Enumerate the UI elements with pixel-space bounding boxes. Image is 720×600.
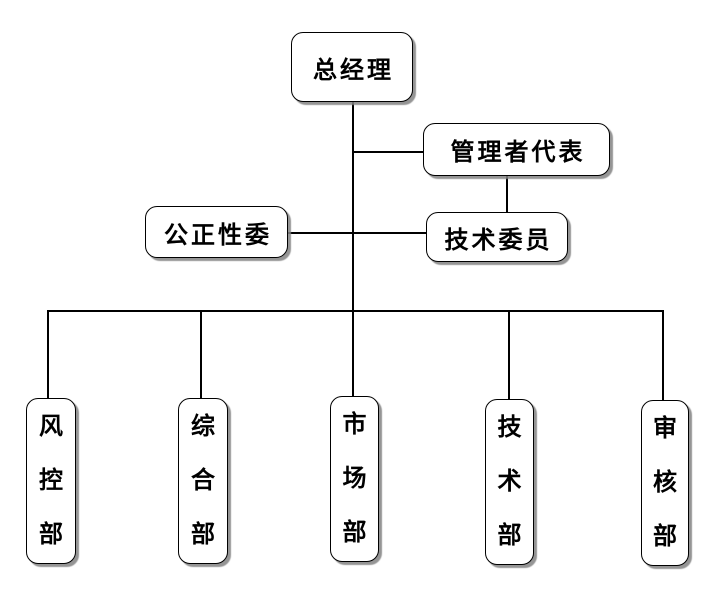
connector-drop-general-affairs — [200, 310, 202, 398]
connector-management-rep-branch — [352, 151, 424, 153]
node-dept-audit-label: 审核部 — [653, 416, 677, 550]
connector-root-vertical — [352, 102, 354, 396]
node-dept-risk-control: 风控部 — [26, 398, 76, 564]
connector-drop-risk-control — [47, 310, 49, 398]
node-general-manager: 总经理 — [291, 32, 413, 102]
connector-drop-technology — [508, 310, 510, 399]
node-dept-marketing-label: 市场部 — [342, 412, 367, 546]
node-dept-audit: 审核部 — [641, 400, 689, 566]
connector-committee-horizontal — [288, 232, 427, 234]
node-dept-marketing: 市场部 — [330, 396, 379, 562]
connector-departments-horizontal — [47, 310, 664, 312]
node-dept-technology: 技术部 — [485, 399, 534, 565]
node-impartiality-committee-label: 公正性委 — [164, 222, 272, 249]
node-technical-committee-label: 技术委员 — [444, 227, 553, 254]
node-dept-technology-label: 技术部 — [497, 415, 522, 549]
node-dept-risk-control-label: 风控部 — [39, 414, 63, 548]
node-dept-general-affairs-label: 综合部 — [191, 414, 215, 548]
node-management-representative: 管理者代表 — [423, 123, 610, 176]
node-technical-committee: 技术委员 — [426, 212, 568, 262]
connector-drop-audit — [662, 310, 664, 400]
connector-rep-to-tech-committee — [506, 175, 508, 213]
node-dept-general-affairs: 综合部 — [178, 398, 228, 564]
node-impartiality-committee: 公正性委 — [145, 206, 288, 258]
node-general-manager-label: 总经理 — [313, 57, 394, 84]
node-management-representative-label: 管理者代表 — [450, 140, 586, 166]
